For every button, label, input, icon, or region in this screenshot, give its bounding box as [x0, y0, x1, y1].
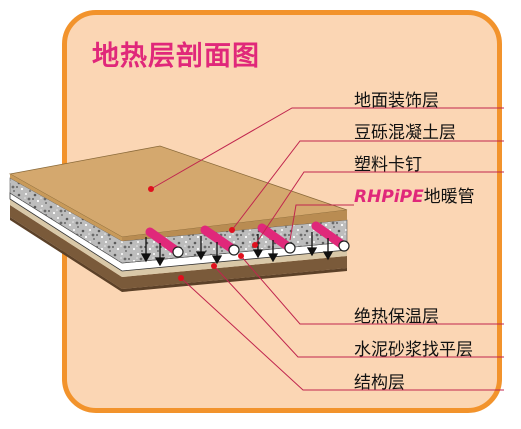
- label-structure: 结构层: [354, 373, 405, 393]
- leader-insulation: [240, 255, 504, 325]
- down-arrow-icon: [306, 232, 318, 257]
- label-pea-gravel-concrete: 豆砾混凝土层: [354, 123, 456, 143]
- heating-pipe: [257, 223, 296, 254]
- down-arrow-icon: [195, 236, 207, 261]
- leader-lines: [150, 107, 504, 391]
- leader-plastic-clip: [254, 171, 504, 246]
- diagram-title: 地热层剖面图: [92, 41, 260, 72]
- pipe-suffix: 地暖管: [423, 187, 475, 207]
- heating-pipe: [311, 221, 350, 252]
- floor-finish-layer: [8, 145, 348, 241]
- marker-dots: [148, 186, 258, 281]
- red-dot-icon: [252, 242, 258, 248]
- red-dot-icon: [148, 186, 154, 192]
- red-dot-icon: [211, 263, 217, 269]
- down-arrow-icon: [154, 243, 166, 267]
- leader-cement: [213, 265, 504, 358]
- leader-structure: [180, 277, 504, 391]
- heating-pipe: [145, 227, 184, 258]
- plastic-clips: [140, 232, 334, 267]
- pipe-brand-logo: RHPiPE: [354, 187, 424, 207]
- down-arrow-icon: [140, 237, 152, 263]
- label-plastic-clip: 塑料卡钉: [354, 155, 422, 175]
- label-pipe: RHPiPE地暖管: [354, 182, 475, 207]
- down-arrow-icon: [267, 240, 279, 263]
- label-floor-finish: 地面装饰层: [354, 91, 439, 111]
- leader-floor-finish: [150, 107, 504, 190]
- leader-concrete: [231, 140, 504, 231]
- red-dot-icon: [178, 275, 184, 281]
- down-arrow-icon: [252, 234, 264, 259]
- down-arrow-icon: [211, 242, 223, 265]
- red-dot-icon: [238, 253, 244, 259]
- label-cement-mortar: 水泥砂浆找平层: [354, 340, 473, 360]
- label-insulation: 绝热保温层: [354, 307, 439, 327]
- red-dot-icon: [229, 227, 235, 233]
- structure-layer: [10, 205, 347, 292]
- leader-pipe: [289, 204, 354, 241]
- down-arrow-icon: [322, 238, 334, 261]
- heating-pipe: [200, 225, 240, 256]
- heating-pipes: [145, 221, 350, 258]
- cement-mortar-layer: [10, 199, 347, 277]
